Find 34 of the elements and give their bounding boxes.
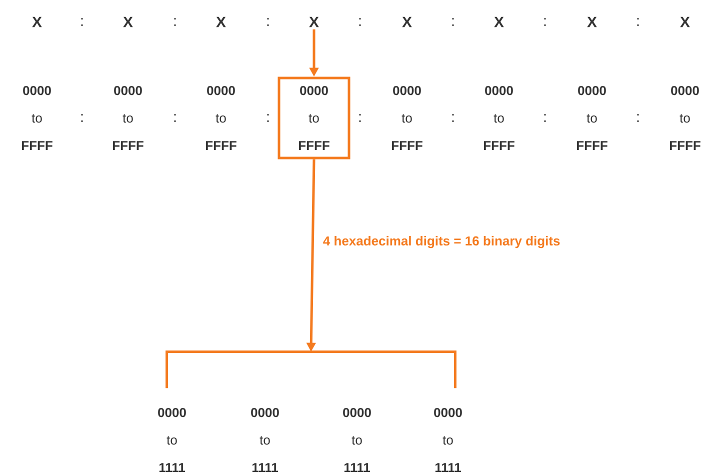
separator: :	[81, 18, 83, 26]
hex-range: 0000 to FFFF	[576, 86, 608, 150]
hextet-letter: X	[587, 16, 597, 28]
separator: :	[637, 18, 639, 26]
hextet-letter: X	[309, 16, 319, 28]
separator: :	[174, 114, 176, 122]
hextet-letter: X	[32, 16, 42, 28]
bracket	[166, 350, 456, 388]
separator: :	[174, 18, 176, 26]
hex-range: 0000 to FFFF	[22, 86, 52, 150]
hextet-letter: X	[123, 16, 133, 28]
hextet-letter: X	[680, 16, 690, 28]
binary-range: 0000 to 1111	[251, 408, 279, 472]
separator: :	[544, 18, 546, 26]
separator: :	[81, 114, 83, 122]
hex-range: 0000 to FFFF	[392, 86, 422, 150]
hex-range: 0000 to FFFF	[206, 86, 236, 150]
separator: :	[544, 114, 546, 122]
separator: :	[359, 18, 361, 26]
binary-range: 0000 to 1111	[343, 408, 371, 472]
hextet-letter: X	[402, 16, 412, 28]
edge-label: 4 hexadecimal digits = 16 binary digits	[320, 234, 562, 250]
binary-range: 0000 to 1111	[158, 408, 186, 472]
hextet-letter: X	[216, 16, 226, 28]
separator: :	[452, 114, 454, 122]
binary-range: 0000 to 1111	[434, 408, 462, 472]
hextet-letter: X	[494, 16, 504, 28]
hex-range: 0000 to FFFF	[113, 86, 144, 150]
highlight-box: 0000 to FFFF	[278, 76, 350, 160]
separator: :	[452, 18, 454, 26]
separator: :	[267, 18, 269, 26]
hex-range: 0000 to FFFF	[484, 86, 514, 150]
hex-range: 0000 to FFFF	[670, 86, 700, 150]
separator: :	[637, 114, 639, 122]
